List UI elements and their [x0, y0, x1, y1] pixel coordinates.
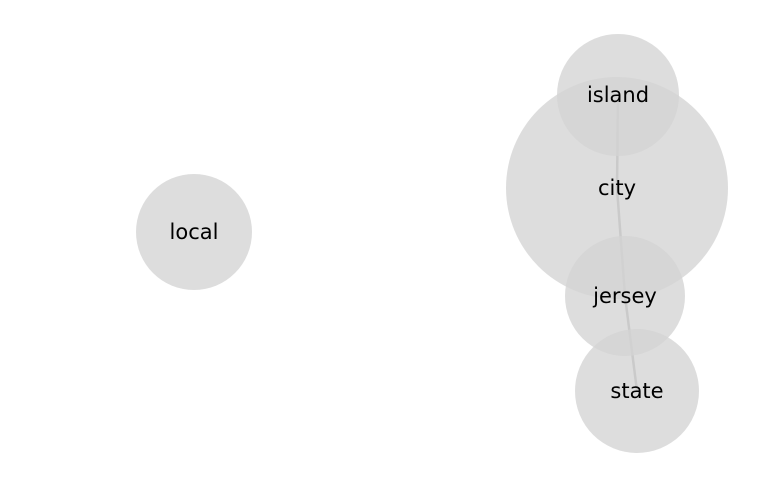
node-state	[575, 329, 699, 453]
node-label-jersey: jersey	[592, 284, 657, 308]
nodes-layer	[136, 34, 728, 453]
node-label-state: state	[610, 379, 663, 403]
node-jersey	[565, 236, 685, 356]
node-island	[557, 34, 679, 156]
node-label-city: city	[598, 176, 636, 200]
node-local	[136, 174, 252, 290]
node-label-local: local	[170, 220, 219, 244]
node-city	[506, 77, 728, 299]
node-label-island: island	[587, 83, 649, 107]
labels-layer: city island local jersey state	[170, 83, 664, 403]
